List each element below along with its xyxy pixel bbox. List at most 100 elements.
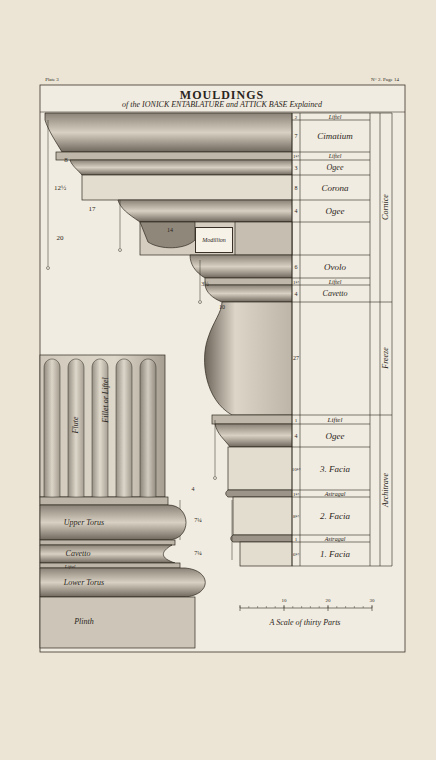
moulding-label: of the IONICK ENTABLATURE and ATTICK BAS…	[122, 101, 322, 109]
scale-tick	[275, 606, 276, 608]
scale-tick	[257, 606, 258, 608]
scale-tick	[336, 606, 337, 608]
column-rule	[392, 113, 393, 566]
dimension-number: 1½	[293, 154, 299, 159]
moulding-label: Cimatium	[317, 132, 353, 141]
scale-tick	[301, 606, 302, 608]
scale-tick	[354, 606, 355, 608]
moulding-label: Cornice	[382, 194, 390, 220]
row-rule	[292, 255, 370, 256]
dimension-number: 4	[192, 486, 195, 492]
row-rule	[292, 285, 370, 286]
moulding-label: A Scale of thirty Parts	[270, 619, 341, 627]
dimension-number: 14	[167, 227, 173, 233]
dimension-number: 8	[295, 185, 298, 191]
scale-tick	[345, 606, 346, 608]
flute-groove	[140, 359, 156, 497]
moulding-label: N° 2. Page 14	[371, 77, 399, 82]
dimension-number: 30	[370, 598, 375, 603]
flute-groove	[44, 359, 60, 497]
dimension-number: 6	[295, 264, 298, 270]
moulding-label: Astragal	[325, 536, 346, 542]
row-rule	[292, 175, 370, 176]
row-rule	[292, 447, 370, 448]
moulding-label: Cavetto	[66, 550, 91, 558]
moulding-label: Plinth	[74, 618, 94, 626]
moulding-label: 1. Facia	[320, 550, 350, 559]
dimension-number: 4	[295, 433, 298, 439]
row-rule	[292, 302, 370, 303]
dimension-number: 10	[219, 304, 225, 310]
scale-tick	[328, 606, 329, 608]
dimension-number: 8	[64, 157, 68, 164]
scale-tick	[248, 606, 249, 608]
moulding-label: Freeze	[382, 347, 390, 368]
scale-tick	[310, 606, 311, 608]
dimension-number: 12½	[54, 185, 66, 192]
dimension-number: 7¼	[194, 517, 202, 523]
row-rule	[292, 497, 370, 498]
moulding-label: Flute	[72, 417, 80, 434]
row-rule	[292, 278, 370, 279]
dimension-number: 1	[295, 417, 298, 422]
scale-tick	[372, 606, 373, 608]
dimension-number: 1½	[293, 279, 299, 284]
scale-tick	[284, 606, 285, 608]
dimension-number: 6½	[293, 552, 299, 557]
row-rule	[292, 152, 370, 153]
row-rule	[292, 113, 370, 114]
dimension-number: 7¼	[194, 550, 202, 556]
row-rule	[292, 566, 370, 567]
dimension-number: 1½	[293, 491, 299, 496]
flute-groove	[116, 359, 132, 497]
band-rule	[370, 415, 392, 416]
dimension-number: 4	[295, 208, 298, 214]
column-rule	[292, 113, 293, 566]
band-rule	[370, 302, 392, 303]
moulding-label: 3. Facia	[320, 464, 350, 473]
moulding-label: Corona	[321, 183, 348, 192]
moulding-label: Fillet or Liftel	[102, 377, 110, 422]
scale-tick	[319, 606, 320, 608]
row-rule	[292, 222, 370, 223]
dimension-number: 1	[295, 536, 298, 541]
column-rule	[380, 113, 381, 566]
moulding-label: Ogee	[327, 164, 344, 172]
modillion-box: Modillion	[195, 227, 233, 253]
moulding-label: Cavetto	[323, 290, 348, 298]
moulding-label: Plate 3	[45, 77, 59, 82]
dimension-number: 27	[293, 355, 299, 361]
band-rule	[370, 566, 392, 567]
moulding-label: Liftel	[65, 563, 76, 568]
moulding-label: Liftel	[328, 416, 343, 423]
dimension-number: 2	[295, 114, 298, 119]
dimension-number: 10	[282, 598, 287, 603]
moulding-label: Architrave	[382, 473, 390, 507]
dimension-number: 10½	[292, 466, 301, 471]
dimension-number: 4	[295, 291, 298, 297]
dimension-number: 17	[89, 206, 96, 213]
dimension-number: 20	[326, 598, 331, 603]
scale-tick	[292, 606, 293, 608]
scale-tick	[266, 606, 267, 608]
moulding-label: Liftel	[329, 279, 342, 285]
dimension-number: 8½	[293, 514, 299, 519]
moulding-label: Astragal	[325, 491, 346, 497]
row-rule	[292, 424, 370, 425]
flute-groove	[68, 359, 84, 497]
moulding-label: Ogee	[326, 207, 345, 216]
row-rule	[292, 490, 370, 491]
row-rule	[292, 535, 370, 536]
moulding-label: Ovolo	[324, 262, 346, 271]
moulding-label: Liftel	[329, 153, 342, 159]
row-rule	[292, 120, 370, 121]
dimension-number: 3	[295, 165, 298, 171]
band-rule	[370, 113, 392, 114]
scale-tick	[240, 606, 241, 608]
scale-tick	[363, 606, 364, 608]
modillion-label: Modillion	[202, 237, 226, 243]
dimension-number: 3½	[201, 281, 209, 287]
plate-title: MOULDINGS	[180, 89, 264, 101]
